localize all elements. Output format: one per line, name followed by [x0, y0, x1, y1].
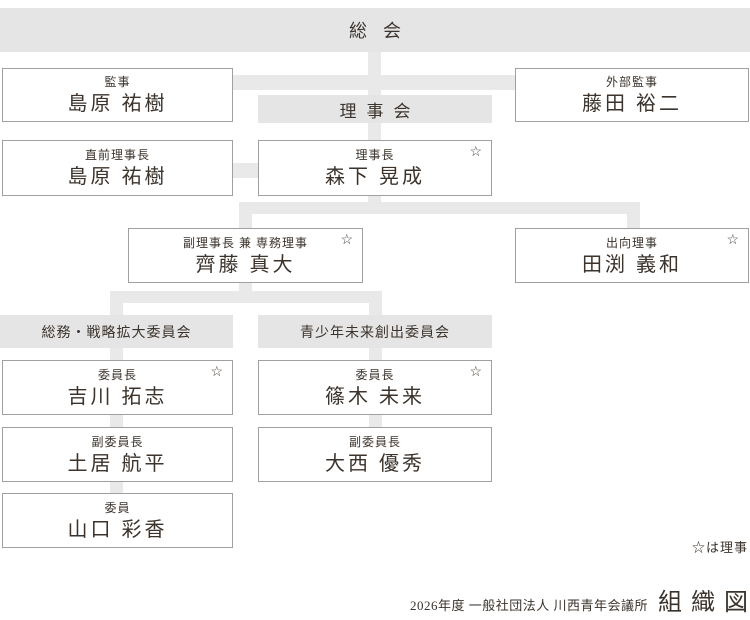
vice-chair-youth-future-box: 副委員長 大西 優秀 [258, 427, 492, 482]
seconded-director-name: 田渕 義和 [582, 253, 682, 276]
star-icon: ☆ [210, 365, 223, 380]
connector [627, 214, 640, 229]
star-icon: ☆ [469, 365, 482, 380]
vice-president-name: 齊藤 真大 [195, 253, 296, 276]
connector [110, 348, 123, 361]
vice-chair-name: 大西 優秀 [325, 452, 425, 475]
auditor-title: 監事 [104, 75, 131, 89]
vice-president-title: 副理事長 兼 専務理事 [182, 235, 308, 250]
vice-chair-name: 土居 航平 [67, 452, 168, 475]
immediate-past-president-name: 島原 祐樹 [67, 166, 168, 188]
vice-chair-general-affairs-box: 副委員長 土居 航平 [2, 427, 233, 482]
external-auditor-box: 外部監事 藤田 裕二 [515, 68, 749, 122]
chair-youth-future-box: ☆ 委員長 篠木 未来 [258, 360, 492, 415]
connector [368, 196, 381, 204]
connector [110, 482, 123, 494]
star-icon: ☆ [469, 145, 482, 160]
member-general-affairs-box: 委員 山口 彩香 [2, 493, 233, 548]
president-name: 森下 晃成 [325, 166, 425, 188]
member-title: 委員 [104, 500, 131, 515]
connector [110, 303, 123, 316]
document-footer: 2026年度 一般社団法人 川西青年会議所組織図 [410, 582, 748, 617]
external-auditor-name: 藤田 裕二 [582, 93, 682, 115]
vice-chair-title: 副委員長 [91, 434, 144, 449]
member-name: 山口 彩香 [67, 518, 168, 541]
chair-name: 吉川 拓志 [67, 385, 168, 408]
chair-name: 篠木 未来 [325, 385, 425, 408]
connector [233, 163, 258, 178]
footer-organization-text: 2026年度 一般社団法人 川西青年会議所 [409, 598, 648, 613]
star-legend: ☆は理事 [691, 540, 748, 555]
connector [233, 75, 516, 90]
immediate-past-president-title: 直前理事長 [84, 148, 150, 162]
star-icon: ☆ [340, 233, 353, 248]
committee-header-youth-future: 青少年未来創出委員会 [258, 315, 492, 348]
immediate-past-president-box: 直前理事長 島原 祐樹 [2, 140, 233, 196]
seconded-director-box: ☆ 出向理事 田渕 義和 [515, 228, 749, 283]
vice-president-box: ☆ 副理事長 兼 専務理事 齊藤 真大 [128, 228, 363, 283]
general-assembly-banner: 総会 [0, 8, 750, 52]
external-auditor-title: 外部監事 [605, 75, 658, 89]
committee-label: 青少年未来創出委員会 [300, 325, 450, 341]
connector [239, 283, 252, 292]
star-icon: ☆ [726, 233, 739, 248]
connector [239, 214, 252, 229]
chair-title: 委員長 [97, 367, 137, 382]
board-of-directors-label: 理事会 [339, 101, 421, 121]
connector [368, 123, 381, 142]
auditor-box: 監事 島原 祐樹 [2, 68, 233, 122]
chair-title: 委員長 [355, 367, 395, 382]
connector [369, 348, 382, 361]
connector [110, 415, 123, 428]
connector [110, 291, 382, 303]
president-box: ☆ 理事長 森下 晃成 [258, 140, 492, 196]
chair-general-affairs-box: ☆ 委員長 吉川 拓志 [2, 360, 233, 415]
seconded-director-title: 出向理事 [605, 235, 658, 250]
board-of-directors-banner: 理事会 [258, 95, 492, 123]
connector [369, 415, 382, 428]
committee-header-general-affairs: 総務・戦略拡大委員会 [0, 315, 233, 348]
connector [369, 303, 382, 316]
president-title: 理事長 [355, 148, 395, 162]
general-assembly-label: 総会 [349, 21, 417, 41]
committee-label: 総務・戦略拡大委員会 [41, 325, 192, 341]
connector [239, 202, 640, 214]
auditor-name: 島原 祐樹 [67, 93, 168, 115]
vice-chair-title: 副委員長 [348, 434, 401, 449]
footer-chart-title: 組織図 [658, 590, 750, 616]
